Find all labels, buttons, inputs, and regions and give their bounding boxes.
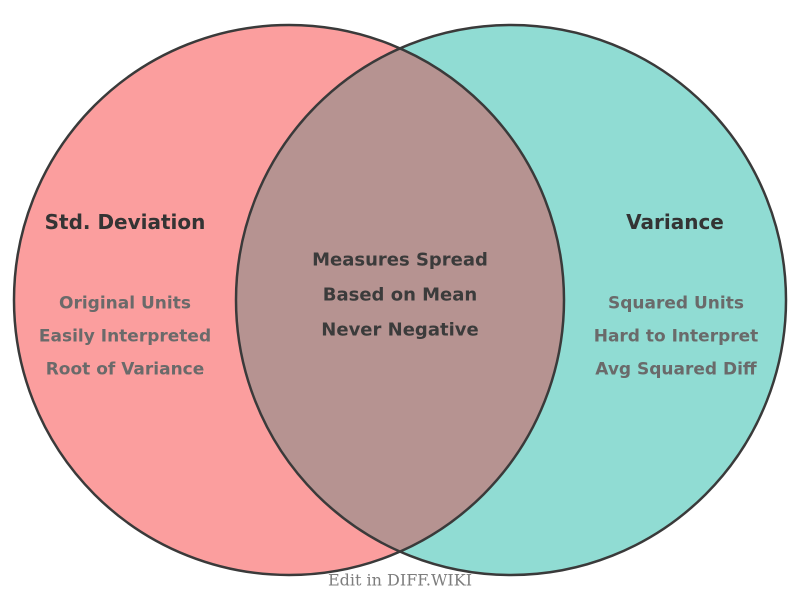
list-item: Based on Mean bbox=[322, 284, 478, 306]
list-item: Measures Spread bbox=[312, 249, 488, 271]
list-item: Hard to Interpret bbox=[593, 326, 759, 347]
overlap-lens-fill bbox=[236, 25, 564, 575]
list-item: Easily Interpreted bbox=[38, 326, 212, 347]
list-item: Never Negative bbox=[321, 319, 479, 341]
left-circle-title: Std. Deviation bbox=[44, 210, 206, 234]
right-circle-outline bbox=[234, 23, 788, 577]
right-circle-title: Variance bbox=[626, 210, 724, 234]
left-circle-outline bbox=[12, 23, 566, 577]
list-item: Root of Variance bbox=[45, 359, 205, 380]
edit-in-diffwiki-link[interactable]: Edit in DIFF.WIKI bbox=[327, 570, 473, 590]
right-circle-items: Squared Units Hard to Interpret Avg Squa… bbox=[594, 288, 759, 387]
list-item: Avg Squared Diff bbox=[595, 359, 757, 380]
list-item: Squared Units bbox=[608, 293, 744, 314]
left-circle-items: Original Units Easily Interpreted Root o… bbox=[39, 288, 211, 387]
list-item: Original Units bbox=[59, 293, 191, 314]
overlap-items: Measures Spread Based on Mean Never Nega… bbox=[312, 243, 488, 348]
